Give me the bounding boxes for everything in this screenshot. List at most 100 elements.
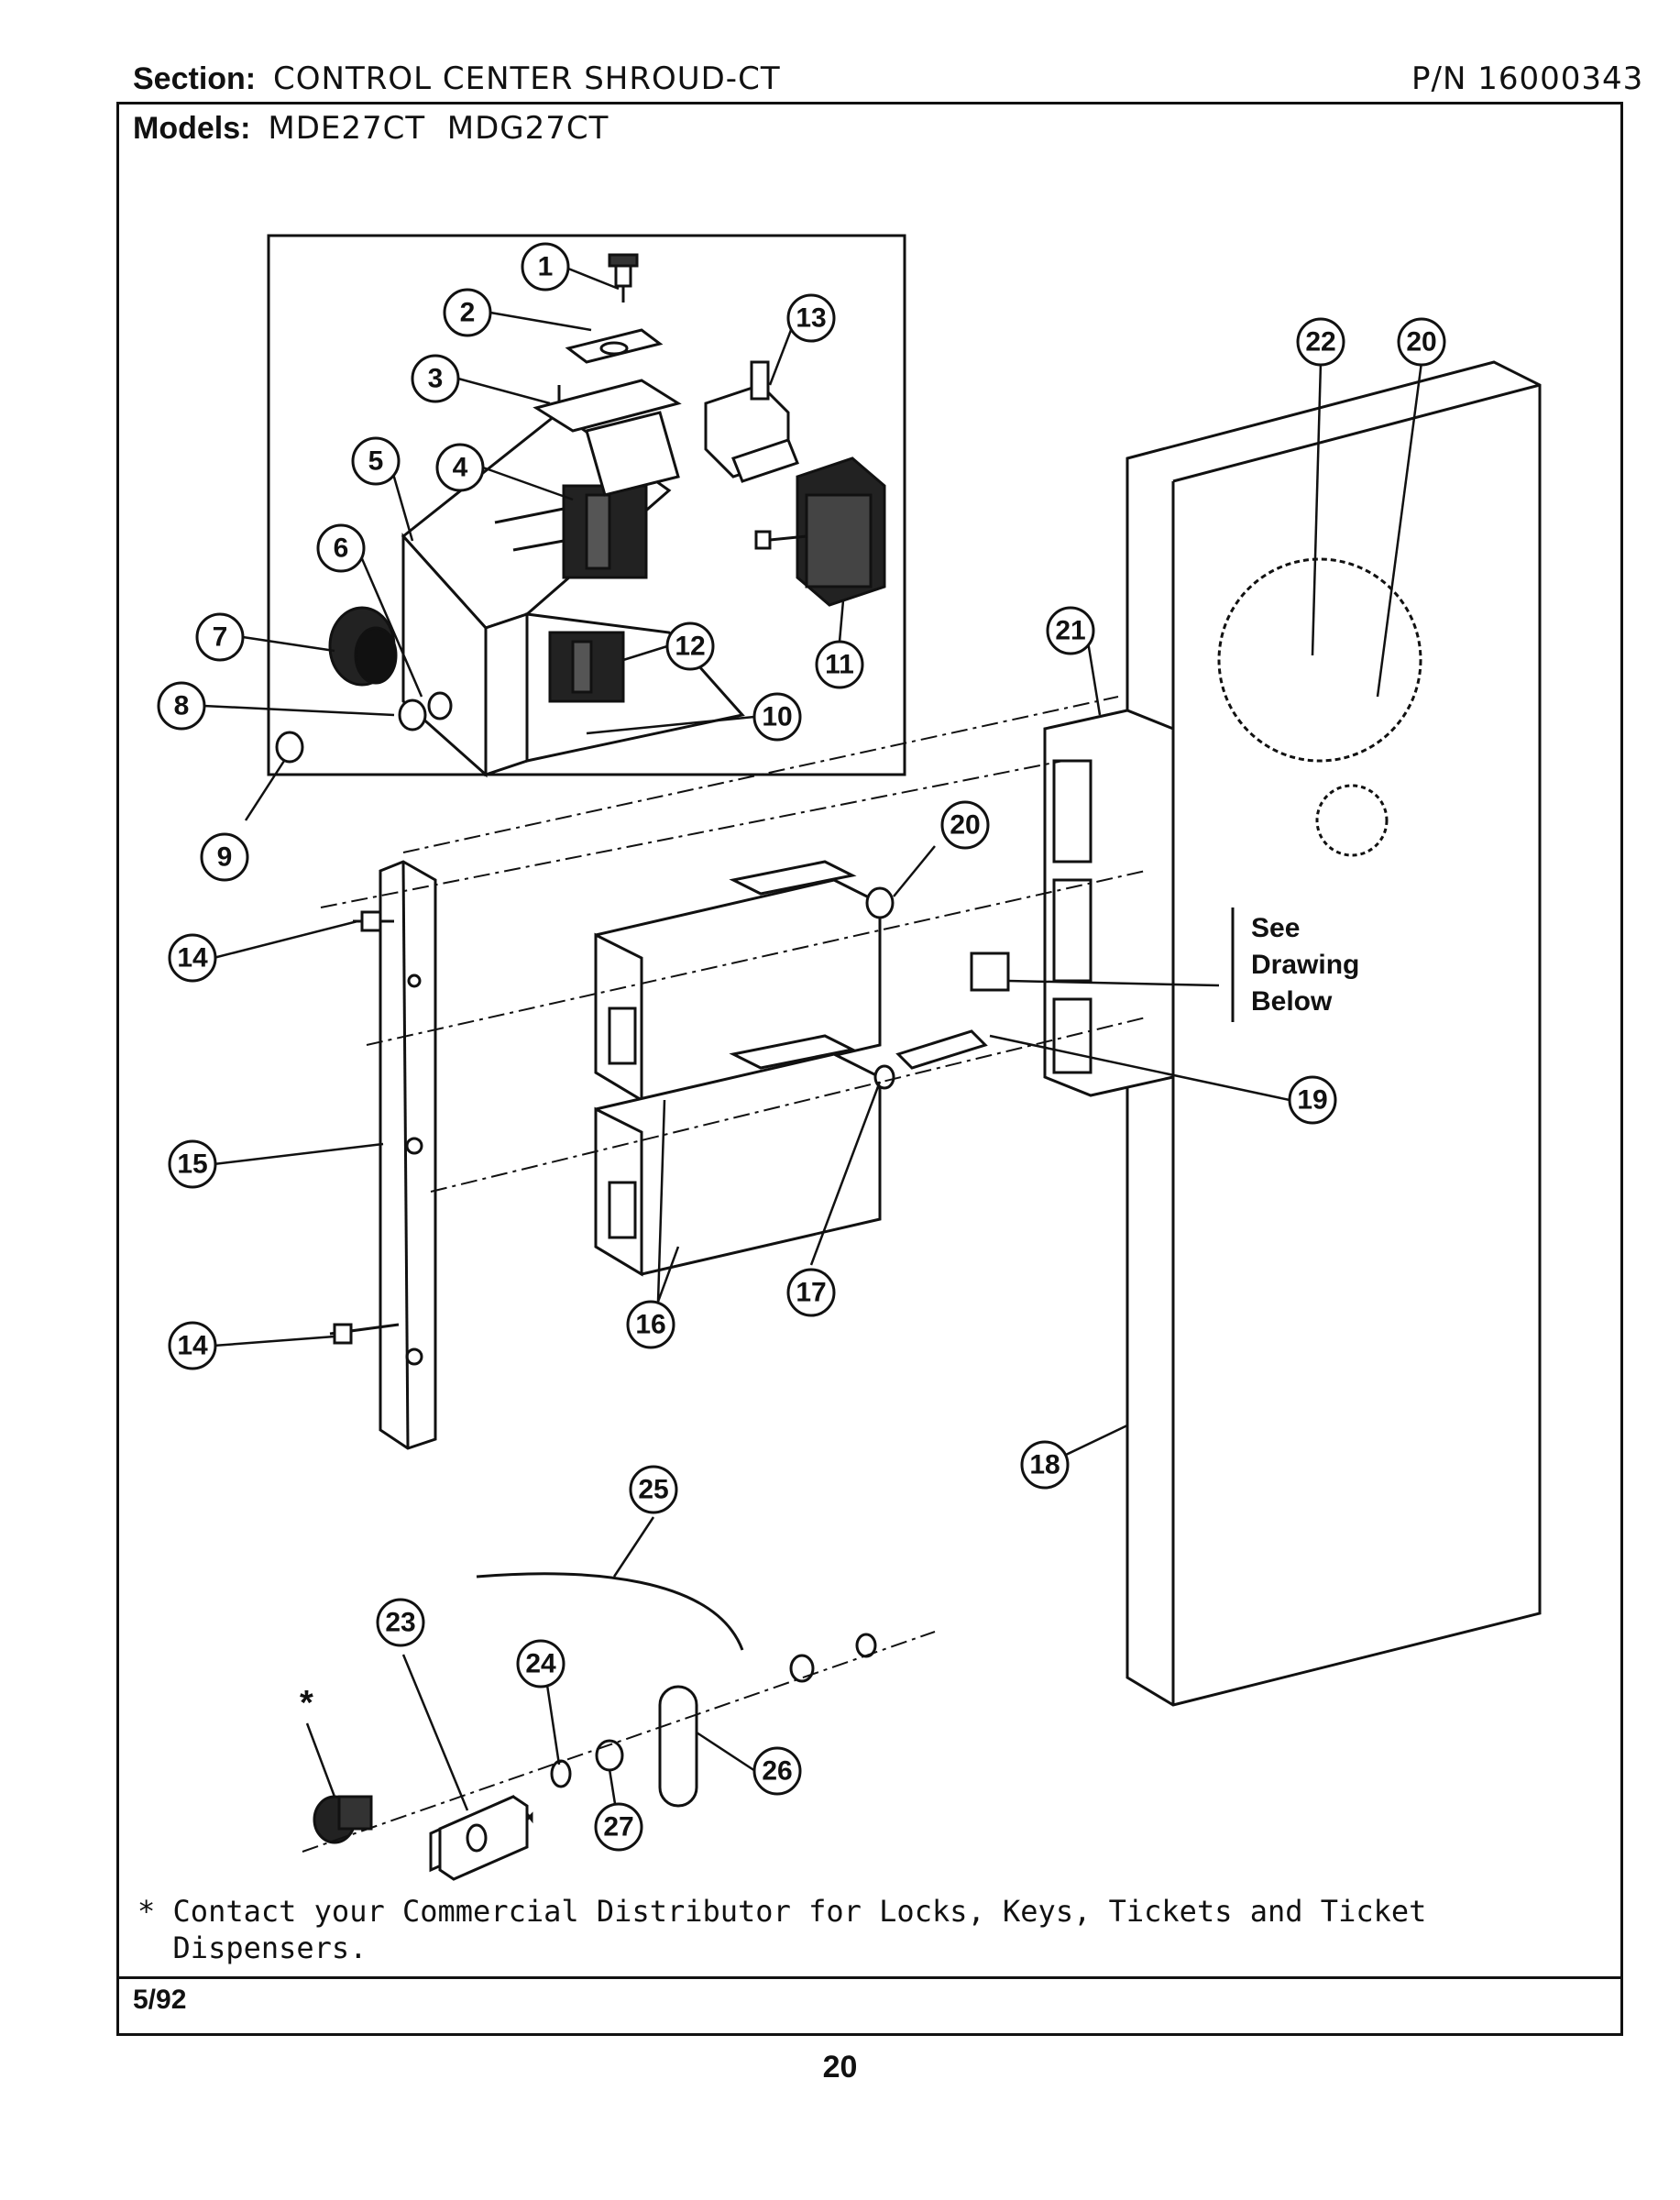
mounting-bar	[379, 860, 437, 1450]
callout-19: 19	[1288, 1075, 1337, 1125]
svg-text:7: 7	[213, 622, 228, 653]
callout-3: 3	[411, 354, 460, 403]
svg-text:6: 6	[334, 534, 349, 564]
section-title: CONTROL CENTER SHROUD-CT	[273, 60, 781, 97]
svg-text:15: 15	[177, 1150, 207, 1180]
callout-8: 8	[157, 681, 206, 731]
control-bracket	[401, 385, 745, 778]
callout-4: 4	[435, 443, 485, 492]
asterisk-marker: *	[300, 1684, 313, 1722]
page-frame	[116, 102, 1623, 2036]
ticket-frame	[1043, 709, 1175, 1097]
callout-22: 22	[1296, 317, 1345, 367]
svg-text:24: 24	[525, 1649, 556, 1679]
section-heading: Section: CONTROL CENTER SHROUD-CT	[133, 60, 781, 97]
section-label: Section:	[133, 61, 257, 96]
callout-20-middle: 20	[940, 800, 990, 850]
ground-wire	[476, 1572, 744, 1651]
svg-text:8: 8	[174, 691, 190, 721]
screw-14-upper	[353, 910, 394, 932]
svg-text:3: 3	[428, 364, 444, 394]
see-note-line-2: Drawing	[1251, 950, 1360, 980]
callout-23: 23	[376, 1598, 425, 1647]
push-switch	[548, 631, 625, 703]
callout-2: 2	[443, 288, 492, 337]
washer-nut	[789, 1654, 815, 1683]
see-drawing-note: See Drawing Below	[1251, 910, 1359, 1020]
callout-27: 27	[594, 1802, 643, 1852]
svg-text:25: 25	[638, 1475, 668, 1505]
timer-motor	[704, 360, 799, 483]
svg-text:14: 14	[177, 943, 208, 974]
control-center-inset-box	[267, 234, 906, 776]
detail-circle-small	[1315, 784, 1389, 857]
svg-text:11: 11	[825, 650, 854, 680]
lock-plate	[429, 1795, 533, 1881]
part-number-text: P/N 16000343	[1411, 60, 1644, 97]
shroud-panel	[1125, 360, 1542, 1707]
models-heading: Models: MDE27CT MDG27CT	[133, 110, 609, 147]
alignment-lines	[302, 696, 1147, 1853]
svg-text:23: 23	[385, 1608, 415, 1638]
callout-1: 1	[521, 242, 570, 292]
washer-6	[427, 691, 453, 720]
callout-21: 21	[1046, 606, 1095, 655]
callout-16: 16	[626, 1300, 675, 1349]
page-number: 20	[822, 2050, 858, 2084]
timer-module	[754, 456, 886, 607]
svg-text:9: 9	[217, 842, 233, 873]
svg-text:22: 22	[1305, 327, 1335, 358]
models-list: MDE27CT MDG27CT	[268, 110, 609, 147]
footer-divider	[116, 1976, 1623, 1979]
svg-text:21: 21	[1055, 616, 1085, 646]
callout-11: 11	[815, 640, 864, 689]
ticket-switch	[895, 952, 1010, 1070]
callout-15: 15	[168, 1139, 217, 1189]
svg-text:19: 19	[1297, 1085, 1327, 1116]
svg-text:18: 18	[1029, 1450, 1060, 1480]
detail-circle	[1217, 557, 1422, 763]
lock-cam	[658, 1685, 698, 1808]
ticket-box-lower	[594, 1034, 882, 1277]
washer-24	[550, 1759, 572, 1788]
washer-8	[398, 698, 427, 732]
footnote-line-2: Dispensers.	[137, 1930, 368, 1965]
revision-date: 5/92	[133, 1985, 187, 2015]
models-label: Models:	[133, 111, 251, 146]
part-number: P/N 16000343	[1411, 60, 1643, 97]
callout-5: 5	[351, 436, 401, 486]
callout-7: 7	[195, 612, 245, 662]
footnote: * Contact your Commercial Distributor fo…	[137, 1893, 1426, 1966]
callout-9: 9	[200, 832, 249, 882]
callout-12: 12	[665, 622, 715, 671]
svg-text:16: 16	[635, 1310, 665, 1340]
see-note-line-3: Below	[1251, 986, 1333, 1017]
selector-knob	[328, 606, 398, 687]
svg-text:2: 2	[460, 298, 476, 328]
svg-text:5: 5	[368, 446, 384, 477]
callout-20-detail: 20	[1397, 317, 1446, 367]
svg-text:20: 20	[950, 810, 980, 841]
callout-10: 10	[752, 692, 802, 742]
callout-24: 24	[516, 1639, 565, 1688]
callout-18: 18	[1020, 1440, 1070, 1490]
svg-text:26: 26	[762, 1756, 792, 1787]
svg-text:12: 12	[675, 632, 705, 662]
svg-text:1: 1	[538, 252, 554, 282]
callout-14-lower: 14	[168, 1321, 217, 1370]
callout-13: 13	[786, 293, 836, 343]
callout-25: 25	[629, 1465, 678, 1514]
grommet-20	[865, 886, 895, 919]
svg-text:17: 17	[796, 1278, 826, 1308]
callout-17: 17	[786, 1268, 836, 1317]
svg-text:20: 20	[1406, 327, 1436, 358]
washer-9	[275, 731, 304, 764]
leader-lines	[203, 265, 1423, 1828]
footnote-line-1: * Contact your Commercial Distributor fo…	[137, 1894, 1427, 1929]
callout-26: 26	[752, 1746, 802, 1796]
selector-switch	[494, 484, 648, 579]
screw-14-lower	[329, 1323, 400, 1345]
see-note-line-1: See	[1251, 913, 1301, 943]
callout-6: 6	[316, 523, 366, 573]
